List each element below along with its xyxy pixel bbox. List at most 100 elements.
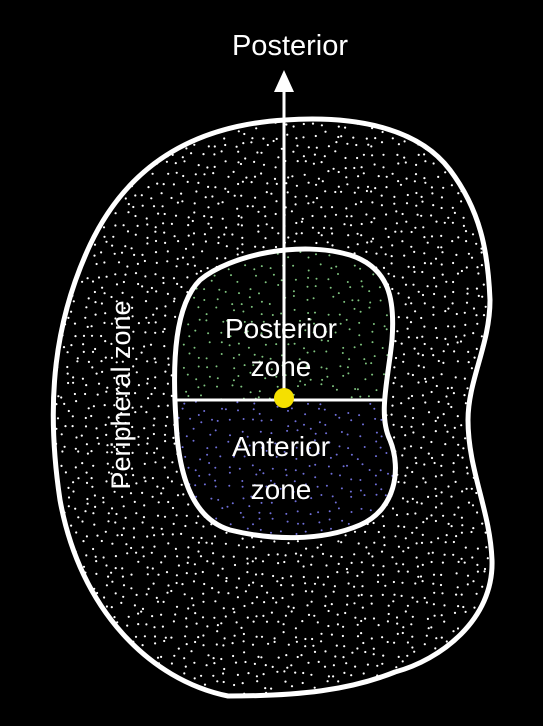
stipple-dot [260, 529, 262, 531]
stipple-dot [285, 615, 287, 617]
stipple-dot [82, 540, 84, 542]
stipple-dot [215, 429, 217, 431]
stipple-dot [249, 296, 251, 298]
stipple-dot [233, 309, 235, 311]
stipple-dot [255, 127, 257, 129]
stipple-dot [324, 650, 326, 652]
stipple-dot [296, 145, 298, 147]
stipple-dot [445, 395, 447, 397]
stipple-dot [295, 137, 297, 139]
stipple-dot [423, 436, 425, 438]
stipple-dot [353, 586, 355, 588]
stipple-dot [110, 572, 112, 574]
stipple-dot [318, 661, 320, 663]
stipple-dot [237, 161, 239, 163]
stipple-dot [456, 313, 458, 315]
stipple-dot [305, 160, 307, 162]
stipple-dot [401, 426, 403, 428]
stipple-dot [153, 534, 155, 536]
stipple-dot [343, 301, 345, 303]
stipple-dot [356, 647, 358, 649]
stipple-dot [366, 241, 368, 243]
stipple-dot [463, 225, 465, 227]
stipple-dot [416, 557, 418, 559]
stipple-dot [161, 192, 163, 194]
stipple-dot [222, 556, 224, 558]
stipple-dot [398, 143, 400, 145]
stipple-dot [328, 610, 330, 612]
stipple-dot [202, 616, 204, 618]
stipple-dot [435, 475, 437, 477]
stipple-dot [255, 573, 257, 575]
stipple-dot [165, 425, 167, 427]
stipple-dot [468, 361, 470, 363]
stipple-dot [155, 251, 157, 253]
stipple-dot [344, 127, 346, 129]
stipple-dot [331, 473, 333, 475]
stipple-dot [200, 421, 202, 423]
stipple-dot [197, 386, 199, 388]
stipple-dot [403, 353, 405, 355]
stipple-dot [363, 172, 365, 174]
stipple-dot [188, 335, 190, 337]
stipple-dot [182, 175, 184, 177]
stipple-dot [408, 397, 410, 399]
stipple-dot [142, 608, 144, 610]
stipple-dot [347, 366, 349, 368]
stipple-dot [452, 262, 454, 264]
stipple-dot [293, 295, 295, 297]
stipple-dot [257, 225, 259, 227]
stipple-dot [334, 655, 336, 657]
stipple-dot [364, 494, 366, 496]
stipple-dot [96, 373, 98, 375]
stipple-dot [370, 145, 372, 147]
stipple-dot [256, 636, 258, 638]
stipple-dot [315, 135, 317, 137]
stipple-dot [93, 255, 95, 257]
stipple-dot [391, 288, 393, 290]
stipple-dot [354, 192, 356, 194]
stipple-dot [388, 613, 390, 615]
stipple-dot [428, 627, 430, 629]
stipple-dot [464, 324, 466, 326]
stipple-dot [361, 508, 363, 510]
stipple-dot [211, 587, 213, 589]
stipple-dot [422, 564, 424, 566]
stipple-dot [266, 621, 268, 623]
stipple-dot [72, 481, 74, 483]
anterior-zone-label-line1: Anterior [232, 431, 330, 462]
stipple-dot [287, 256, 289, 258]
stipple-dot [461, 532, 463, 534]
stipple-dot [401, 385, 403, 387]
stipple-dot [361, 223, 363, 225]
stipple-dot [416, 527, 418, 529]
stipple-dot [391, 414, 393, 416]
stipple-dot [253, 408, 255, 410]
stipple-dot [243, 640, 245, 642]
stipple-dot [194, 330, 196, 332]
stipple-dot [167, 173, 169, 175]
stipple-dot [243, 418, 245, 420]
stipple-dot [72, 425, 74, 427]
stipple-dot [271, 227, 273, 229]
stipple-dot [481, 296, 483, 298]
stipple-dot [350, 491, 352, 493]
stipple-dot [114, 491, 116, 493]
stipple-dot [135, 234, 137, 236]
stipple-dot [358, 414, 360, 416]
stipple-dot [295, 203, 297, 205]
stipple-dot [153, 452, 155, 454]
stipple-dot [252, 644, 254, 646]
stipple-dot [408, 297, 410, 299]
stipple-dot [331, 232, 333, 234]
stipple-dot [455, 481, 457, 483]
stipple-dot [324, 666, 326, 668]
stipple-dot [360, 201, 362, 203]
stipple-dot [303, 424, 305, 426]
stipple-dot [233, 684, 235, 686]
stipple-dot [461, 490, 463, 492]
stipple-dot [424, 160, 426, 162]
stipple-dot [164, 213, 166, 215]
stipple-dot [166, 161, 168, 163]
stipple-dot [243, 651, 245, 653]
